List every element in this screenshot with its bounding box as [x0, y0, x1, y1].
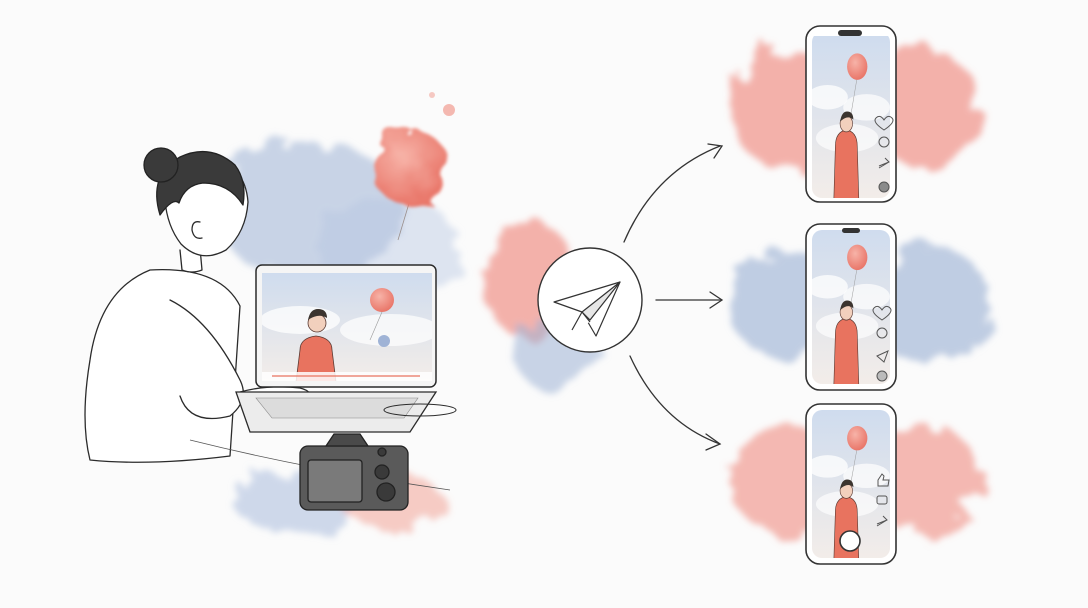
send-icon	[876, 350, 889, 363]
share-icon	[878, 157, 890, 169]
phone-1-actions	[874, 115, 894, 193]
camera	[299, 433, 409, 511]
arrow-to-phone-3	[629, 355, 721, 445]
arrowhead-3	[705, 433, 722, 451]
phone-1-screen	[812, 35, 890, 198]
thumbs-up-icon	[877, 473, 890, 487]
laptop	[235, 264, 457, 433]
record-button	[839, 530, 861, 552]
arrowhead-1	[707, 143, 724, 159]
paper-plane-icon	[553, 281, 621, 337]
phone-3	[805, 403, 897, 565]
comment-icon	[876, 327, 888, 339]
comment-icon	[878, 136, 890, 148]
phone-3-actions	[839, 473, 890, 552]
avatar-icon	[876, 370, 888, 382]
woman-figure	[84, 147, 311, 463]
phone-1	[805, 25, 897, 203]
balloon	[372, 92, 455, 241]
heart-icon	[872, 305, 892, 321]
share-icon	[876, 515, 888, 527]
arrow-to-phone-1	[623, 145, 721, 243]
arrows	[623, 143, 724, 451]
comment-icon	[876, 495, 888, 505]
heart-icon	[874, 115, 894, 131]
phone-2-actions	[872, 305, 892, 382]
avatar-icon	[878, 181, 890, 193]
laptop-screen	[262, 273, 432, 381]
share-hub	[537, 247, 643, 353]
phone-2	[805, 223, 897, 391]
arrowhead-2	[709, 291, 724, 309]
